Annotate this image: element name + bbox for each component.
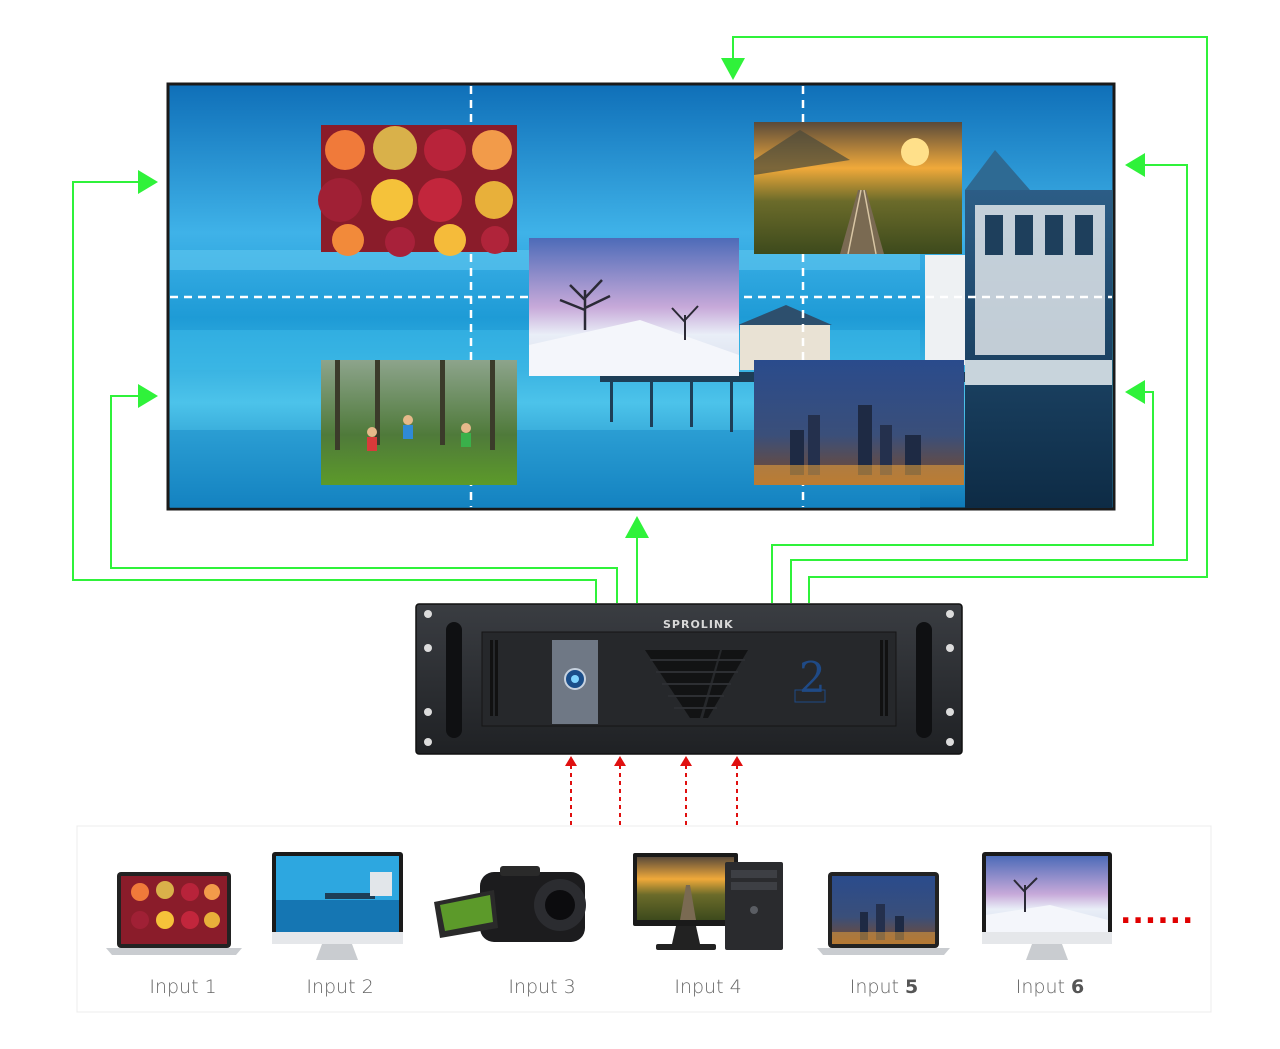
output-arrowheads [138,58,1145,538]
video-wall-processor: 2 [415,603,963,755]
camcorder-icon [434,866,586,942]
video-wall [166,82,1116,511]
input-arrows [570,766,738,825]
city-window [754,360,964,485]
input-1-label: Input 1 [149,976,217,998]
input-6-label: Input 6 [1015,976,1085,998]
fruit-window [318,125,517,257]
desktop-pc-icon [633,853,783,950]
input-2-label: Input 2 [306,976,374,998]
output-lines [72,36,1208,603]
input-5-label: Input 5 [849,976,919,998]
left-handle [446,622,462,738]
brand-label: SPROLINK [663,618,734,631]
laptop-icon [817,872,950,955]
model-badge: 2 [799,653,826,702]
monitor-icon [272,852,403,960]
railway-window [754,122,962,255]
input-arrowheads [565,756,743,766]
building-graphic [925,150,1112,508]
winter-window [529,238,739,376]
laptop-icon [106,872,242,955]
kids-window [321,360,517,485]
input-4-label: Input 4 [674,976,742,998]
monitor-icon [982,852,1112,960]
right-handle [916,622,932,738]
more-inputs-indicator: ...... [1120,896,1195,931]
input-3-label: Input 3 [508,976,576,998]
